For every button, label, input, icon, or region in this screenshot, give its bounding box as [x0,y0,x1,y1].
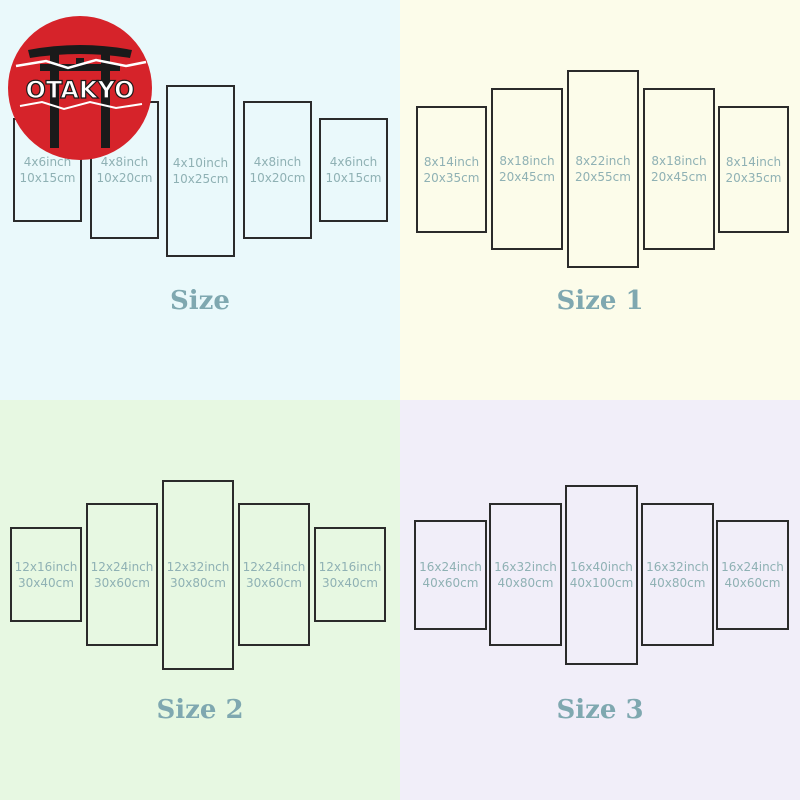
panel-cm-label: 30x40cm [18,575,74,590]
size-title: Size [170,286,230,316]
panel-cm-label: 30x80cm [170,576,226,590]
panel: 16x40inch 40x100cm [565,485,638,665]
panel-inch-label: 4x6inch [23,155,72,169]
panel: 16x32inch 40x80cm [641,503,714,646]
panel-inch-label: 8x18inch [651,154,707,168]
panel: 16x32inch 40x80cm [489,503,562,646]
panel: 12x24inch 30x60cm [86,503,158,646]
panel: 8x14inch 20x35cm [416,106,487,233]
panel-cm-label: 40x80cm [497,575,554,590]
panel-cm-label: 20x35cm [423,170,480,185]
panel-cm-label: 30x60cm [246,575,302,590]
panel-inch-label: 8x22inch [575,154,631,168]
panel-inch-label: 4x10inch [172,156,229,170]
panel-cm-label: 20x55cm [575,170,631,184]
panel-cm-label: 20x45cm [499,170,555,184]
panel-inch-label: 12x16inch [318,559,382,574]
panel-cm-label: 30x40cm [322,575,378,590]
panel-inch-label: 8x14inch [423,154,480,169]
panel-cm-label: 10x20cm [249,171,306,185]
panel: 4x6inch 10x15cm [319,118,388,222]
panel: 8x14inch 20x35cm [718,106,789,233]
panel-cm-label: 20x45cm [651,170,707,184]
panel-inch-label: 4x6inch [329,155,378,169]
panel: 8x22inch 20x55cm [567,70,639,268]
size-title: Size 2 [156,695,244,725]
panel-cm-label: 10x25cm [172,172,229,186]
panel-inch-label: 8x18inch [499,154,555,168]
panel-inch-label: 16x32inch [646,559,709,574]
panel-cm-label: 40x100cm [569,576,634,590]
panel: 8x18inch 20x45cm [643,88,715,250]
otakyo-logo: OTAKYO [8,16,152,160]
panel-inch-label: 16x24inch [721,560,784,574]
panel: 8x18inch 20x45cm [491,88,563,250]
panel: 12x16inch 30x40cm [10,527,82,622]
panel: 12x16inch 30x40cm [314,527,386,622]
panel-cm-label: 20x35cm [725,170,782,185]
size-quadrant-1: 8x14inch 20x35cm 8x18inch 20x45cm 8x22in… [400,0,800,400]
panel-cm-label: 10x15cm [325,171,382,185]
panel-inch-label: 4x8inch [100,155,149,169]
panel-inch-label: 16x24inch [419,560,482,574]
panel-inch-label: 12x24inch [242,559,306,574]
size-quadrant-3: 16x24inch 40x60cm 16x32inch 40x80cm 16x4… [400,400,800,800]
panel-inch-label: 16x40inch [570,560,633,574]
panel: 4x10inch 10x25cm [166,85,235,257]
size-title: Size 1 [556,286,644,316]
panel-inch-label: 12x32inch [166,560,230,574]
panel: 12x32inch 30x80cm [162,480,234,670]
panel-cm-label: 10x20cm [96,171,153,185]
panel-cm-label: 30x60cm [94,575,150,590]
panel-inch-label: 4x8inch [253,155,302,169]
panel-cm-label: 10x15cm [19,171,76,185]
panel-cm-label: 40x60cm [422,576,479,590]
size-title: Size 3 [556,695,644,725]
logo-text: OTAKYO [25,76,134,104]
panel: 16x24inch 40x60cm [716,520,789,630]
panel-cm-label: 40x60cm [724,576,781,590]
panel: 4x8inch 10x20cm [90,101,159,239]
panel: 4x8inch 10x20cm [243,101,312,239]
panel-inch-label: 16x32inch [494,559,557,574]
size-quadrant-2: 12x16inch 30x40cm 12x24inch 30x60cm 12x3… [0,400,400,800]
panel-inch-label: 12x24inch [90,559,154,574]
panel: 12x24inch 30x60cm [238,503,310,646]
panel-inch-label: 8x14inch [725,154,782,169]
panel: 16x24inch 40x60cm [414,520,487,630]
panel-cm-label: 40x80cm [649,575,706,590]
panel-inch-label: 12x16inch [14,559,78,574]
